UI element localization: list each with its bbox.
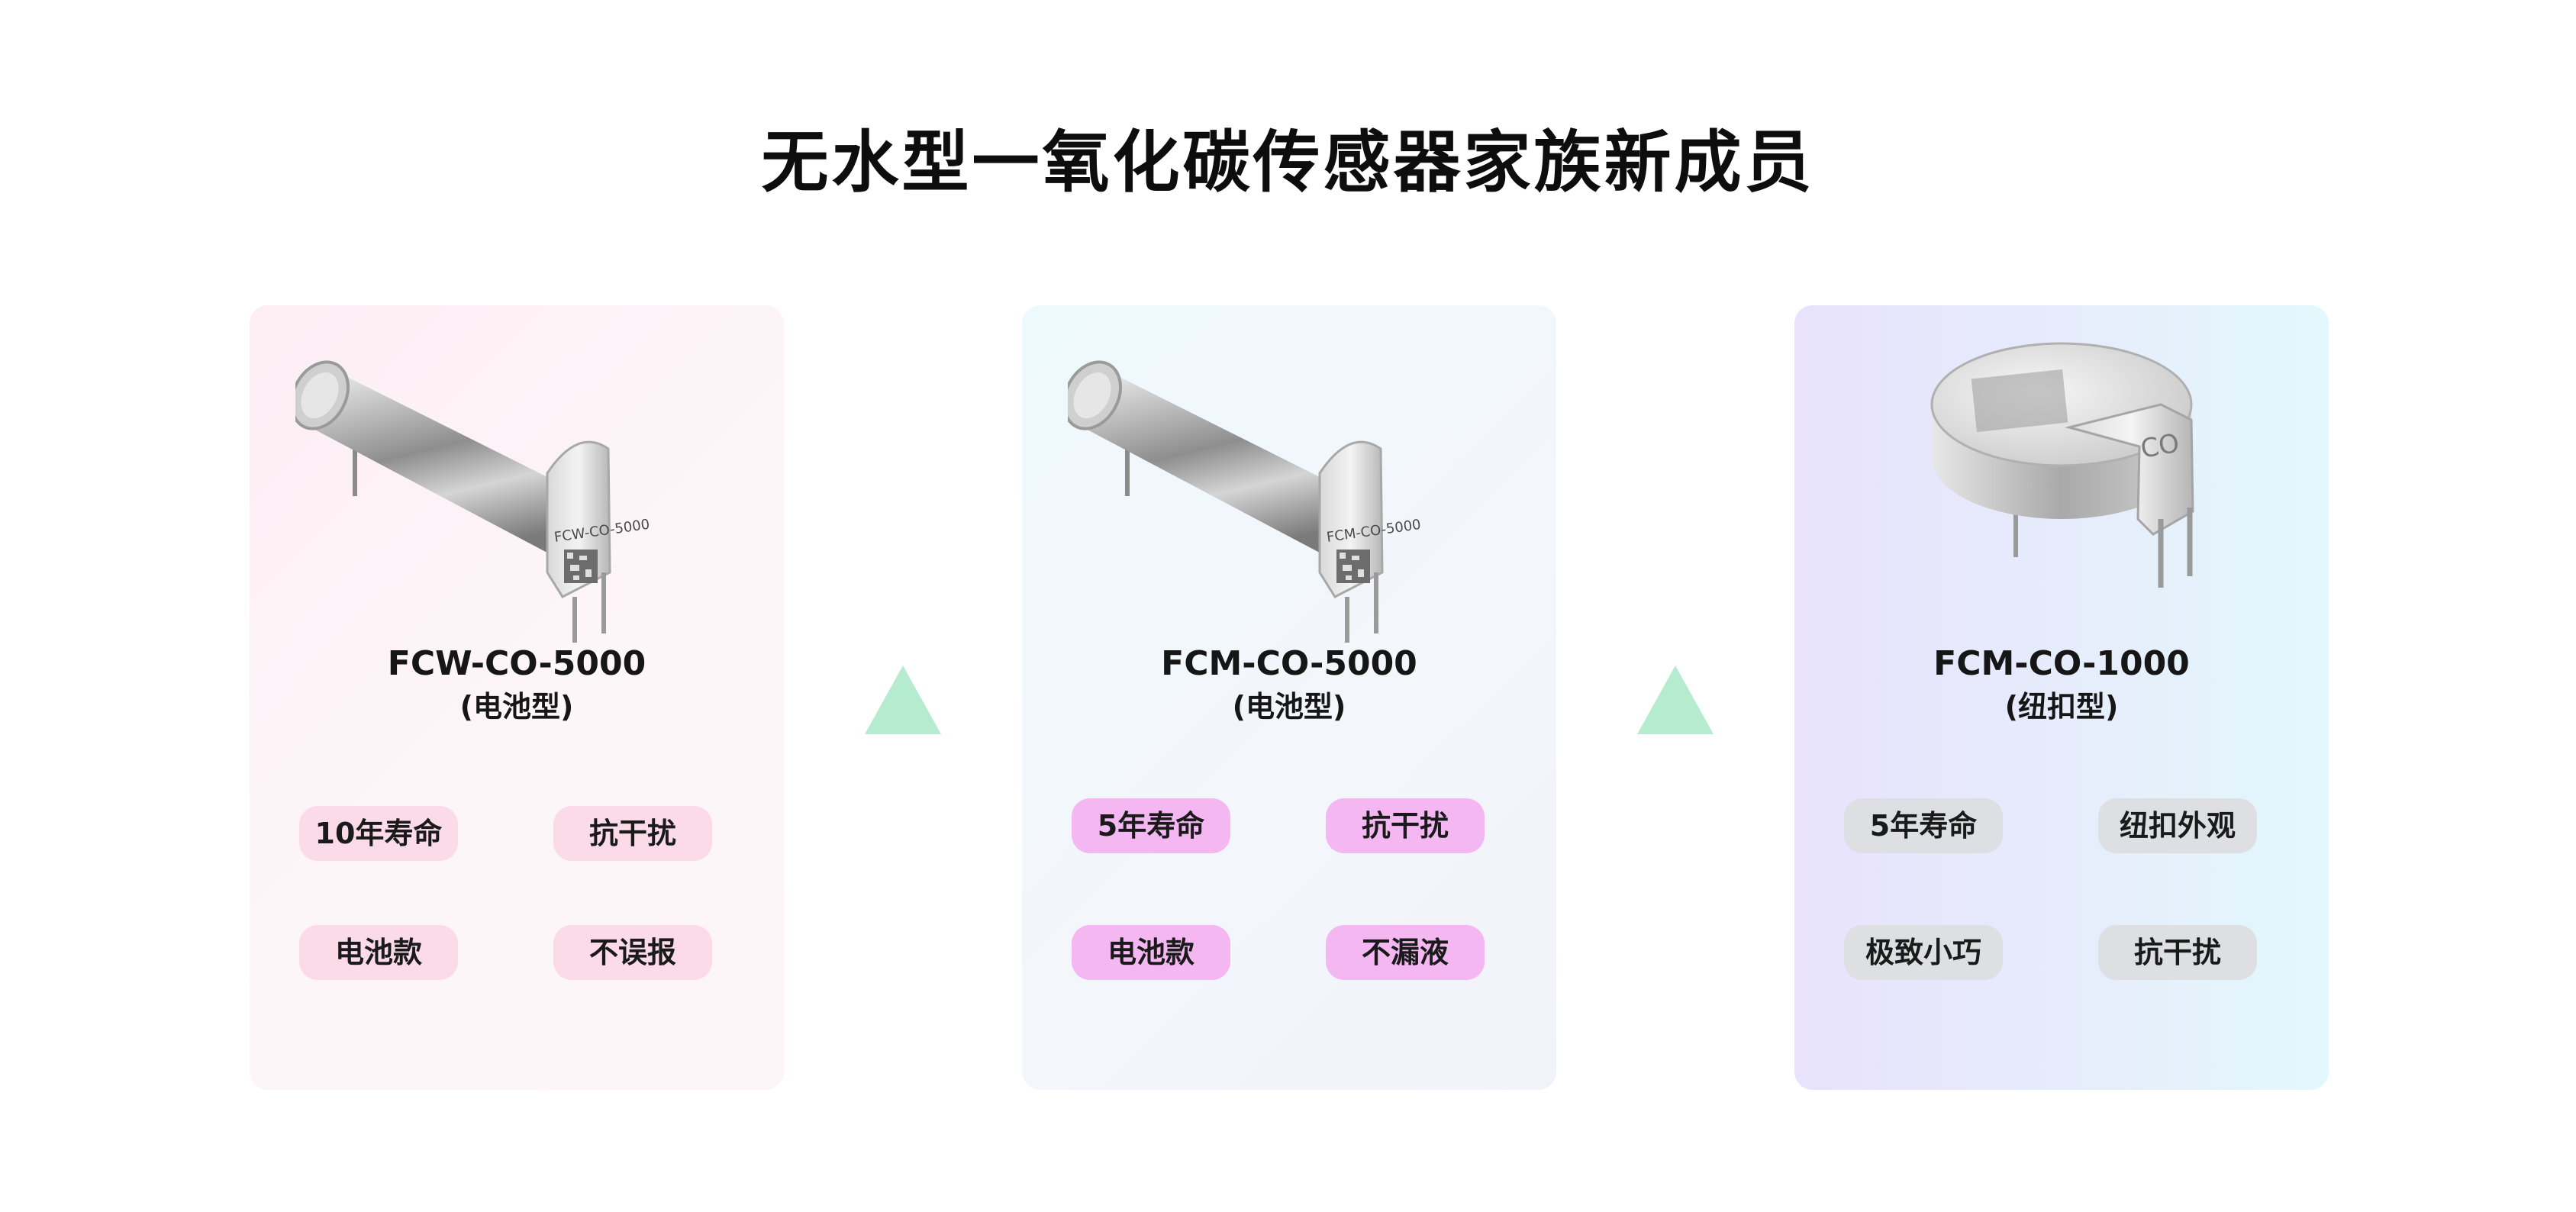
feature-tag: 5年寿命 bbox=[1844, 798, 2003, 853]
product-kind: (电池型) bbox=[459, 690, 574, 724]
product-kind: (纽扣型) bbox=[2004, 690, 2119, 724]
feature-tag: 不漏液 bbox=[1326, 925, 1485, 980]
product-model: FCM-CO-5000 bbox=[1161, 644, 1417, 683]
cylindrical-sensor-icon: FCW-CO-5000 bbox=[295, 313, 738, 649]
product-kind: (电池型) bbox=[1232, 690, 1346, 724]
feature-tag: 电池款 bbox=[1072, 925, 1230, 980]
feature-tag: 5年寿命 bbox=[1072, 798, 1230, 853]
coin-cell-sensor-icon: CO bbox=[1840, 313, 2283, 649]
feature-tag: 10年寿命 bbox=[299, 806, 458, 861]
feature-tag: 纽扣外观 bbox=[2098, 798, 2257, 853]
product-card-fcw-co-5000: FCW-CO-5000 FCW-CO-5000 (电池型) 10年寿命 抗干扰 … bbox=[250, 305, 784, 1090]
feature-tag: 极致小巧 bbox=[1844, 925, 2003, 980]
product-model: FCW-CO-5000 bbox=[387, 644, 646, 683]
page-title: 无水型一氧化碳传感器家族新成员 bbox=[761, 123, 1815, 201]
feature-tag: 抗干扰 bbox=[553, 806, 712, 861]
feature-tag: 抗干扰 bbox=[1326, 798, 1485, 853]
feature-tag: 不误报 bbox=[553, 925, 712, 980]
triangle-up-icon bbox=[865, 666, 941, 734]
triangle-up-icon bbox=[1637, 666, 1714, 734]
sensor-label-text: CO bbox=[2139, 428, 2182, 465]
feature-tag: 抗干扰 bbox=[2098, 925, 2257, 980]
product-card-fcm-co-1000: CO FCM-CO-1000 (纽扣型) 5年寿命 纽扣外观 极致小巧 抗干扰 bbox=[1794, 305, 2329, 1090]
product-card-fcm-co-5000: FCM-CO-5000 FCM-CO-5000 (电池型) 5年寿命 抗干扰 电… bbox=[1022, 305, 1556, 1090]
product-model: FCM-CO-1000 bbox=[1933, 644, 2190, 683]
cylindrical-sensor-icon: FCM-CO-5000 bbox=[1068, 313, 1510, 649]
feature-tag: 电池款 bbox=[299, 925, 458, 980]
